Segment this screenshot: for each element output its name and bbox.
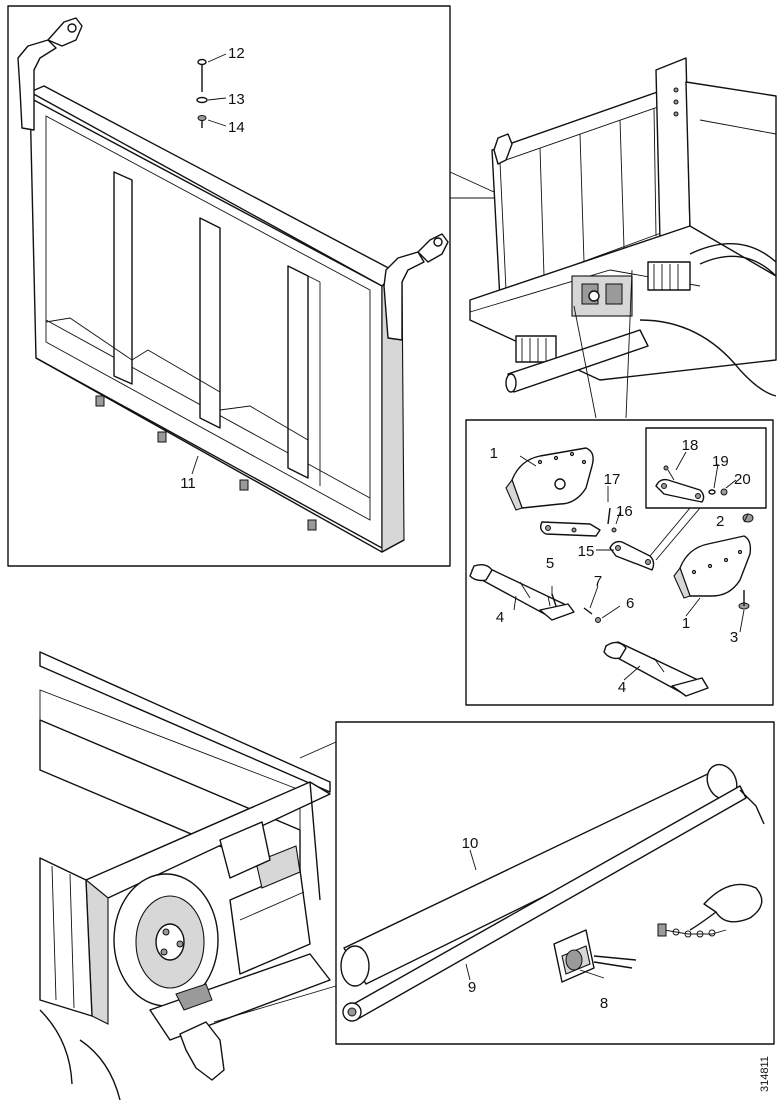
washer-19: [708, 489, 716, 495]
callout-3: 3: [730, 629, 738, 646]
hinge-arm-4-upper: [469, 563, 575, 621]
hinge-bracket-1-upper: [505, 447, 594, 511]
callout-20: 20: [734, 471, 751, 488]
shaft-16-17: [539, 507, 617, 537]
callout-7: 7: [594, 573, 602, 590]
detail-frame-tools: [335, 721, 775, 1045]
callout-15: 15: [578, 543, 595, 560]
document-id: 314811: [759, 1056, 771, 1092]
callout-11: 11: [180, 475, 196, 492]
callout-10: 10: [462, 835, 479, 852]
nut-6: [595, 617, 601, 623]
nut-20: [720, 488, 728, 496]
washer-13: [196, 96, 208, 104]
callout-19: 19: [712, 453, 729, 470]
callout-9: 9: [468, 979, 476, 996]
truck-rear-overview: [469, 57, 777, 397]
callout-12: 12: [228, 45, 245, 62]
callout-4: 4: [618, 679, 626, 696]
callout-16: 16: [616, 503, 633, 520]
callout-1: 1: [490, 445, 498, 462]
washer-7: [583, 607, 593, 615]
link-15: [609, 540, 655, 571]
callout-14: 14: [228, 119, 245, 136]
link-18: [655, 465, 705, 503]
tube-10: [340, 763, 741, 987]
callout-13: 13: [228, 91, 245, 108]
callout-2: 2: [716, 513, 724, 530]
detail-frame-hinge-parts: [465, 419, 774, 706]
hinge-bracket-1-lower: [673, 535, 752, 599]
tailgate-panel: [17, 17, 449, 553]
leader-lines: [191, 53, 749, 981]
callout-18: 18: [682, 437, 699, 454]
strap-with-chain: [657, 883, 763, 938]
callout-1: 1: [682, 615, 690, 632]
callout-17: 17: [604, 471, 621, 488]
callout-4: 4: [496, 609, 504, 626]
callout-5: 5: [546, 555, 554, 572]
callout-8: 8: [600, 995, 608, 1012]
callout-labels: 1 1 2 3 4 4 5 6 7 8 9 10 11 12 13 14 15 …: [180, 45, 750, 1012]
truck-lower-overview: [39, 651, 331, 1101]
bolt-3: [738, 590, 750, 610]
hinge-arm-4-lower: [603, 641, 709, 697]
detail-frame-tailgate: [7, 5, 451, 567]
clamp-8: [553, 929, 637, 983]
pin-5: [551, 593, 557, 607]
callout-6: 6: [626, 595, 634, 612]
inset-frame-18-20: [645, 427, 767, 509]
bar-9: [342, 785, 765, 1022]
nut-14: [197, 115, 207, 128]
screw-12: [197, 58, 207, 92]
